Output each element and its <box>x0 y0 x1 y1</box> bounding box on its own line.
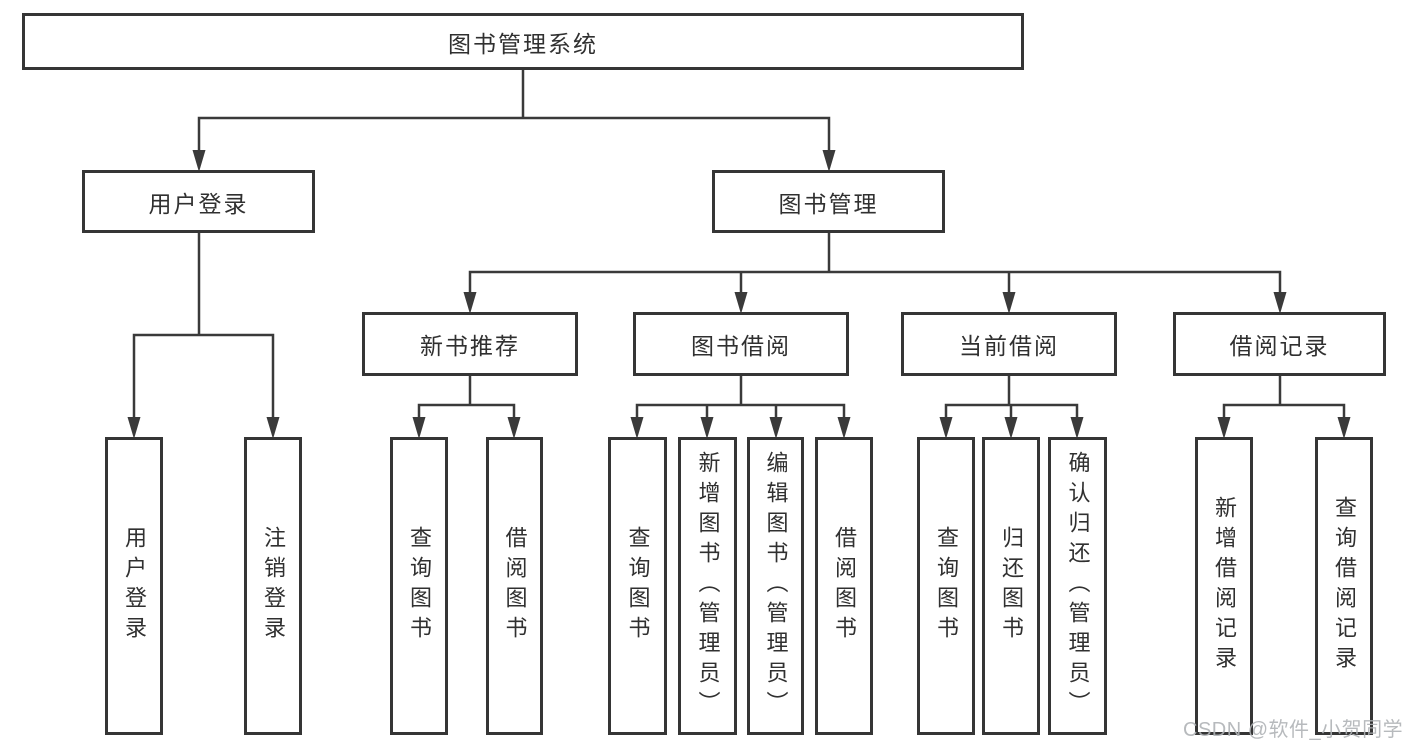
arrowhead-icon <box>412 417 426 439</box>
arrowhead-icon <box>734 292 748 314</box>
arrowhead-icon <box>127 417 141 439</box>
arrowhead-icon <box>1217 417 1231 439</box>
connector-path <box>197 68 831 158</box>
arrowhead-icon <box>1273 292 1287 314</box>
node-leaf-query-borrow-record: 查询借阅记录 <box>1315 437 1373 735</box>
node-label: 用户登录 <box>148 190 249 217</box>
node-root: 图书管理系统 <box>22 13 1024 70</box>
node-label: 当前借阅 <box>959 333 1059 359</box>
arrowhead-icon <box>769 417 783 439</box>
node-book-borrowing: 图书借阅 <box>633 312 849 376</box>
connector-path <box>635 374 846 425</box>
arrowhead-icon <box>822 150 836 172</box>
arrowhead-icon <box>700 417 714 439</box>
connector-path <box>417 374 516 425</box>
node-new-book-recommend: 新书推荐 <box>362 312 578 376</box>
node-leaf-query-book-borrowing: 查询图书 <box>608 437 667 735</box>
node-leaf-add-book-admin: 新增图书（管理员） <box>678 437 737 735</box>
connector-path <box>944 374 1079 425</box>
node-label: 新增图书（管理员） <box>695 451 721 721</box>
node-label: 编辑图书（管理员） <box>763 451 789 721</box>
arrowhead-icon <box>192 150 206 172</box>
node-label: 图书借阅 <box>691 333 791 359</box>
arrowhead-icon <box>463 292 477 314</box>
node-borrowing-records: 借阅记录 <box>1173 312 1386 376</box>
node-leaf-add-borrow-record: 新增借阅记录 <box>1195 437 1253 735</box>
node-label: 图书管理 <box>778 190 879 217</box>
node-leaf-query-book-recommend: 查询图书 <box>390 437 448 735</box>
arrowhead-icon <box>1004 417 1018 439</box>
connector-path <box>468 231 1282 300</box>
arrowhead-icon <box>507 417 521 439</box>
node-label: 借阅图书 <box>832 526 857 646</box>
node-leaf-user-login: 用户登录 <box>105 437 163 735</box>
arrowhead-icon <box>939 417 953 439</box>
arrowhead-icon <box>1337 417 1351 439</box>
arrowhead-icon <box>837 417 851 439</box>
node-leaf-edit-book-admin: 编辑图书（管理员） <box>747 437 804 735</box>
node-leaf-borrow-book-borrowing: 借阅图书 <box>815 437 873 735</box>
connector-path <box>1222 374 1346 425</box>
node-label: 确认归还（管理员） <box>1065 451 1091 721</box>
node-label: 查询图书 <box>934 526 959 646</box>
node-label: 归还图书 <box>999 526 1024 646</box>
node-user-login: 用户登录 <box>82 170 315 233</box>
node-label: 新书推荐 <box>420 333 520 359</box>
node-current-borrowing: 当前借阅 <box>901 312 1117 376</box>
connector-path <box>132 231 275 425</box>
watermark: CSDN @软件_小贺同学 <box>1183 719 1404 741</box>
node-leaf-logout: 注销登录 <box>244 437 302 735</box>
node-label: 用户登录 <box>122 526 147 646</box>
arrowhead-icon <box>1070 417 1084 439</box>
node-label: 查询图书 <box>625 526 651 646</box>
node-leaf-borrow-book-recommend: 借阅图书 <box>486 437 543 735</box>
arrowhead-icon <box>266 417 280 439</box>
node-label: 新增借阅记录 <box>1212 496 1237 676</box>
node-label: 查询借阅记录 <box>1332 496 1357 676</box>
node-leaf-query-book-current: 查询图书 <box>917 437 975 735</box>
node-label: 图书管理系统 <box>448 30 598 57</box>
node-label: 注销登录 <box>261 526 286 646</box>
node-book-management: 图书管理 <box>712 170 945 233</box>
node-label: 查询图书 <box>407 526 432 646</box>
node-leaf-return-book: 归还图书 <box>982 437 1040 735</box>
node-label: 借阅记录 <box>1229 333 1330 359</box>
node-leaf-confirm-return-admin: 确认归还（管理员） <box>1048 437 1107 735</box>
arrowhead-icon <box>630 417 644 439</box>
node-label: 借阅图书 <box>502 526 528 646</box>
arrowhead-icon <box>1002 292 1016 314</box>
